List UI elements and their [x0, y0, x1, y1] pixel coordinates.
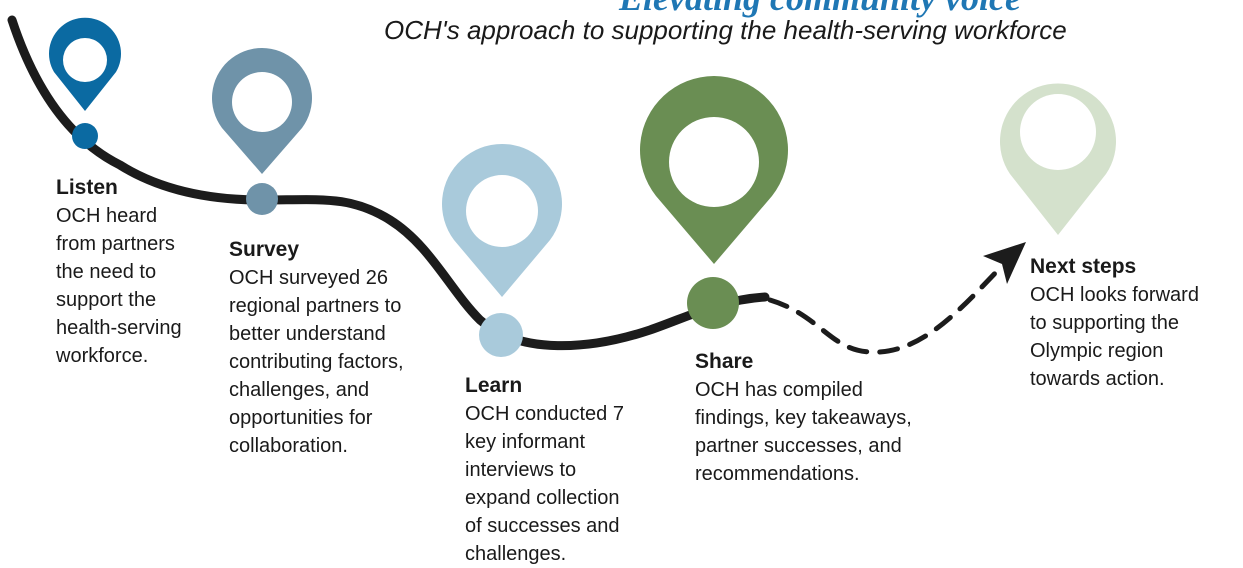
step-title: Share: [695, 350, 754, 373]
step-learn: Learn OCH conducted 7 key informant inte…: [465, 372, 624, 568]
step-title: Next steps: [1030, 255, 1137, 278]
step-title: Listen: [56, 176, 118, 199]
page-title: Elevating community voice: [470, 0, 1170, 16]
road-path: [7, 15, 770, 351]
page-subtitle: OCH's approach to supporting the health-…: [384, 15, 1067, 45]
step-description: OCH heard from partners the need to supp…: [56, 205, 182, 367]
step-next-steps: Next steps OCH looks forward to supporti…: [1030, 253, 1199, 393]
listen-dot: [72, 123, 98, 149]
arrow-head-icon: [983, 242, 1026, 284]
learn-dot: [479, 313, 523, 357]
step-survey: Survey OCH surveyed 26 regional partners…: [229, 236, 404, 460]
step-description: OCH conducted 7 key informant interviews…: [465, 403, 624, 565]
survey-pin-icon: [211, 47, 312, 174]
share-pin-icon: [640, 76, 788, 264]
learn-pin-icon: [442, 143, 562, 297]
step-title: Survey: [229, 238, 300, 261]
step-description: OCH has compiled findings, key takeaways…: [695, 379, 912, 485]
share-dot: [687, 277, 739, 329]
next-steps-pin-icon: [999, 83, 1116, 235]
step-share: Share OCH has compiled findings, key tak…: [695, 348, 912, 488]
step-description: OCH surveyed 26 regional partners to bet…: [229, 267, 404, 457]
listen-pin-icon: [49, 17, 122, 111]
step-listen: Listen OCH heard from partners the need …: [56, 174, 182, 370]
step-title: Learn: [465, 374, 523, 397]
step-description: OCH looks forward to supporting the Olym…: [1030, 284, 1199, 390]
road-dashed-path: [767, 265, 1003, 355]
survey-dot: [246, 183, 278, 215]
